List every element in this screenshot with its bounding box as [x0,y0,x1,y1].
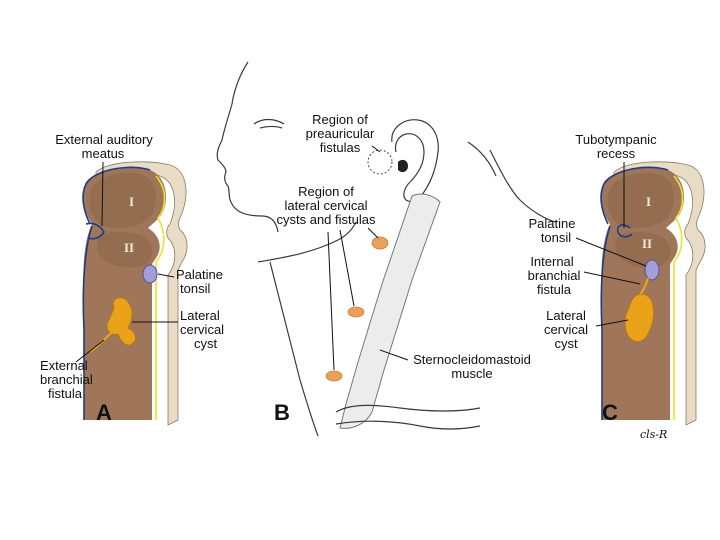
panel-b-label-preauricular-3: fistulas [320,140,361,155]
panel-b-label-preauricular-1: Region of [312,112,368,127]
panel-c-palatine-tonsil [645,260,659,280]
panel-b-leader-lateral-1 [368,228,378,238]
panel-b-leader-preauricular [372,146,380,152]
panel-b-leader-lateral-2 [340,230,354,306]
panel-b-hairline [468,142,496,176]
panel-b-label-scm-1: Sternocleidomastoid [413,352,531,367]
panel-a-label-meatus-1: External auditory [55,132,153,147]
panel-b-jaw-line [258,222,356,262]
panel-c-label-tubotympanic-2: recess [597,146,636,161]
panel-b-eye [254,120,284,129]
panel-a-label-fistula-3: fistula [48,386,83,401]
panel-c-label-cyst-3: cyst [554,336,578,351]
panel-b-face-profile [217,62,278,232]
panel-a-label-cyst-2: cervical [180,322,224,337]
panel-b-label-lateral-1: Region of [298,184,354,199]
panel-b-letter: B [274,400,290,425]
panel-b-ear [392,120,438,202]
panel-b-cyst-region-upper [372,237,388,249]
panel-a-arch-1 [90,173,156,228]
panel-a-label-meatus-2: meatus [82,146,125,161]
panel-b-cyst-region-lower [326,371,342,381]
panel-b-leader-lateral-3 [328,232,334,370]
panel-a-label-cyst-1: Lateral [180,308,220,323]
panel-b-ear-canal [398,160,408,172]
panel-b-label-lateral-2: lateral cervical [284,198,367,213]
panel-a-label-cyst-3: cyst [194,336,218,351]
panel-a-roman-2: II [124,240,134,255]
panel-c-letter: C [602,400,618,425]
panel-c-arch-1 [608,173,674,228]
panel-a-label-palatine-2: tonsil [180,281,210,296]
panel-a: I II External auditory meatus Palatine t… [40,132,224,425]
panel-c-label-internal-2: branchial [528,268,581,283]
panel-c-label-cyst-2: cervical [544,322,588,337]
panel-b-label-scm-2: muscle [451,366,492,381]
panel-c-label-internal-1: Internal [530,254,573,269]
panel-a-label-palatine-1: Palatine [176,267,223,282]
panel-c-roman-2: II [642,236,652,251]
panel-a-label-fistula-1: External [40,358,88,373]
panel-b-label-preauricular-2: preauricular [306,126,375,141]
panel-b: Region of preauricular fistulas Region o… [217,62,556,436]
panel-b-neck-back [490,150,556,222]
panel-c: I II Tubotympanic recess Palatine tonsil… [528,132,705,441]
illustrator-signature: cls-R [640,428,667,441]
panel-b-label-lateral-3: cysts and fistulas [277,212,376,227]
panel-b-preauricular-region [368,150,392,174]
panel-b-cyst-region-middle [348,307,364,317]
panel-a-label-fistula-2: branchial [40,372,93,387]
panel-a-letter: A [96,400,112,425]
panel-c-label-palatine-1: Palatine [529,216,576,231]
panel-a-roman-1: I [129,194,134,209]
panel-c-label-cyst-1: Lateral [546,308,586,323]
panel-c-label-palatine-2: tonsil [541,230,571,245]
panel-c-label-tubotympanic-1: Tubotympanic [575,132,657,147]
panel-c-label-internal-3: fistula [537,282,572,297]
panel-c-roman-1: I [646,194,651,209]
panel-a-palatine-tonsil [143,265,157,283]
